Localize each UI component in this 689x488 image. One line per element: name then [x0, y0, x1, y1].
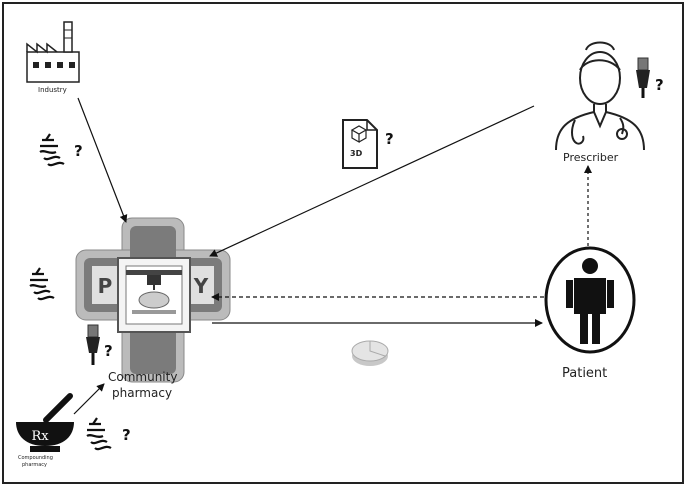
- industry-label: Industry: [38, 86, 67, 94]
- question-mark: ?: [104, 342, 113, 360]
- community-pharmacy-label-line1: Community: [108, 370, 178, 384]
- question-mark: ?: [74, 142, 83, 160]
- brush-icon: [86, 324, 100, 365]
- question-mark: ?: [122, 426, 131, 444]
- factory-icon: [26, 21, 80, 83]
- community-pharmacy-label-line2: pharmacy: [112, 386, 173, 400]
- filament-icon: [39, 133, 65, 167]
- rx-symbol: Rx: [31, 429, 49, 444]
- 3d-file-icon: [342, 119, 378, 169]
- filament-icon: [29, 267, 55, 301]
- question-mark: ?: [385, 130, 394, 148]
- compounding-pharmacy-label-line2: pharmacy: [22, 462, 48, 468]
- arrow-prescriber-to-pharmacy: [209, 105, 535, 257]
- tablet-icon: [351, 340, 389, 366]
- prescriber-label: Prescriber: [563, 151, 619, 164]
- patient-label: Patient: [562, 366, 608, 381]
- pharmacy-sign-letter-left: P: [98, 274, 113, 298]
- mortar-pestle-icon: [16, 393, 74, 452]
- filament-icon: [86, 417, 112, 451]
- diagram-frame: [2, 2, 684, 484]
- arrow-compounding-to-community: [73, 383, 105, 415]
- 3d-file-label: 3D: [350, 149, 363, 158]
- pharmacy-sign-letter-right: Y: [193, 274, 209, 298]
- 3d-printer-icon: [117, 257, 191, 333]
- question-mark: ?: [655, 76, 664, 94]
- prescriber-icon: [555, 41, 645, 151]
- arrow-industry-to-pharmacy: [77, 97, 128, 223]
- brush-icon: [636, 57, 650, 98]
- compounding-pharmacy-label-line1: Compounding: [18, 455, 53, 461]
- patient-icon: [544, 246, 636, 354]
